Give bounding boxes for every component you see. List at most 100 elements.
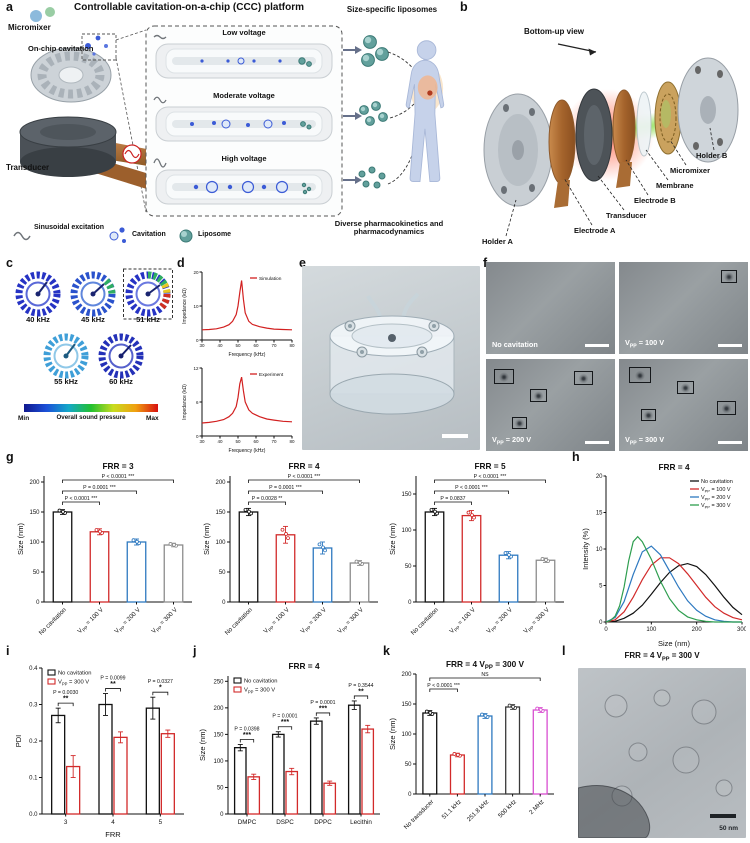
- freq-label-45: 45 kHz: [81, 315, 105, 324]
- carbon-film-edge: [578, 785, 651, 838]
- electrode-a-label: Electrode A: [574, 226, 616, 235]
- svg-text:DMPC: DMPC: [238, 819, 257, 826]
- svg-text:VPP = 100 V: VPP = 100 V: [262, 606, 292, 636]
- liposomes-large: [361, 35, 389, 67]
- cavitation-icon: [109, 227, 126, 243]
- svg-text:0: 0: [222, 600, 226, 606]
- size-specific-label: Size-specific liposomes: [346, 5, 438, 14]
- svg-text:250: 250: [213, 680, 224, 686]
- micrograph-label: VPP = 300 V: [625, 434, 665, 446]
- svg-text:0: 0: [196, 434, 199, 439]
- transducer-label: Transducer: [6, 163, 50, 172]
- panel-a: Controllable cavitation-on-a-chip (CCC) …: [6, 0, 458, 258]
- svg-text:P = 0.0398: P = 0.0398: [234, 726, 259, 732]
- micromixer-label: Micromixer: [8, 23, 51, 32]
- freq-label-55: 55 kHz: [54, 377, 78, 386]
- svg-text:P < 0.0001 ***: P < 0.0001 ***: [102, 474, 135, 480]
- svg-text:200: 200: [692, 627, 703, 633]
- svg-text:P = 0.3544: P = 0.3544: [348, 683, 373, 689]
- svg-text:***: ***: [243, 732, 251, 739]
- svg-text:FRR = 5: FRR = 5: [474, 461, 506, 471]
- panel-letter-a: a: [6, 0, 13, 14]
- svg-text:0.3: 0.3: [29, 703, 38, 709]
- micrograph-no-cavitation: No cavitation: [486, 262, 615, 354]
- panel-a-title: Controllable cavitation-on-a-chip (CCC) …: [74, 2, 304, 13]
- on-chip-cavitation-label: On-chip cavitation: [28, 44, 94, 53]
- svg-text:NS: NS: [481, 672, 489, 678]
- ring-40khz: [15, 271, 61, 317]
- svg-text:P < 0.0001 ***: P < 0.0001 ***: [65, 496, 98, 502]
- svg-text:No cavitation: No cavitation: [38, 606, 69, 637]
- electrode-b-graphic: [612, 89, 636, 188]
- svg-text:20: 20: [193, 270, 199, 275]
- selected-frequency-box: [123, 268, 173, 320]
- svg-text:10: 10: [596, 547, 603, 553]
- svg-text:50: 50: [405, 762, 412, 768]
- channel-high-voltage: [155, 169, 333, 205]
- panel-f: No cavitation VPP = 100 V VPP = 200 V VP…: [486, 262, 748, 452]
- svg-text:P = 0.0001: P = 0.0001: [272, 714, 297, 720]
- low-voltage-label: Low voltage: [222, 28, 266, 37]
- panel-letter-b: b: [460, 0, 468, 14]
- svg-text:No transducer: No transducer: [403, 798, 435, 830]
- svg-text:5: 5: [599, 583, 603, 589]
- svg-text:P = 0.0001: P = 0.0001: [310, 700, 335, 706]
- svg-text:Intensity (%): Intensity (%): [581, 528, 590, 570]
- svg-text:0: 0: [220, 812, 224, 818]
- svg-text:No cavitation: No cavitation: [701, 479, 733, 485]
- svg-text:VPP = 200 V: VPP = 200 V: [299, 606, 329, 636]
- svg-text:FRR = 4: FRR = 4: [288, 661, 320, 671]
- svg-text:FRR = 4 VPP = 300 V: FRR = 4 VPP = 300 V: [446, 659, 525, 671]
- svg-text:0.1: 0.1: [29, 776, 38, 782]
- panel-letter-e: e: [299, 256, 306, 270]
- svg-text:40: 40: [217, 439, 223, 444]
- svg-text:***: ***: [319, 705, 327, 712]
- svg-text:VPP = 300 V: VPP = 300 V: [336, 606, 366, 636]
- micrograph-200v: VPP = 200 V: [486, 359, 615, 451]
- output-arrow-icons: [343, 46, 362, 184]
- svg-text:P = 0.0837: P = 0.0837: [440, 496, 465, 502]
- svg-text:P < 0.0001 ***: P < 0.0001 ***: [455, 485, 488, 491]
- svg-text:VPP = 200 V: VPP = 200 V: [701, 495, 731, 502]
- moderate-voltage-label: Moderate voltage: [213, 91, 275, 100]
- svg-text:***: ***: [281, 719, 289, 726]
- holder-a-graphic: [483, 93, 553, 207]
- svg-text:P < 0.0001 ***: P < 0.0001 ***: [288, 474, 321, 480]
- svg-text:0.0: 0.0: [29, 812, 38, 818]
- svg-text:500 kHz: 500 kHz: [497, 798, 518, 819]
- svg-text:Size (nm): Size (nm): [16, 522, 25, 555]
- svg-text:0: 0: [599, 620, 603, 626]
- svg-text:3: 3: [64, 819, 68, 826]
- svg-text:VPP = 100 V: VPP = 100 V: [76, 606, 106, 636]
- svg-text:Size (nm): Size (nm): [388, 717, 397, 750]
- svg-text:251.8 kHz: 251.8 kHz: [466, 798, 491, 823]
- panel-letter-c: c: [6, 256, 13, 270]
- svg-text:P = 0.0001 ***: P = 0.0001 ***: [83, 485, 116, 491]
- svg-text:4: 4: [111, 819, 115, 826]
- moderate-wave-icon: [153, 96, 167, 104]
- transducer-label-b: Transducer: [606, 211, 647, 220]
- svg-text:Impedance (kΩ): Impedance (kΩ): [182, 288, 188, 324]
- bubble-marker-box: [677, 381, 694, 394]
- svg-text:200: 200: [401, 672, 412, 678]
- panel-letter-h: h: [572, 450, 580, 464]
- micromixer-graphic-b: [654, 81, 682, 155]
- svg-text:P = 0.0028 **: P = 0.0028 **: [252, 496, 283, 502]
- panel-letter-j: j: [193, 644, 197, 658]
- colorbar-label: Overall sound pressure: [56, 414, 126, 421]
- panel-letter-i: i: [6, 644, 10, 658]
- svg-text:12: 12: [193, 366, 199, 371]
- high-voltage-label: High voltage: [221, 154, 267, 163]
- svg-text:Frequency (kHz): Frequency (kHz): [229, 352, 266, 358]
- bubble-marker-box: [721, 270, 737, 283]
- svg-text:51.1 kHz: 51.1 kHz: [441, 798, 463, 820]
- svg-text:DPPC: DPPC: [314, 819, 332, 826]
- bubble-marker-box: [641, 409, 656, 421]
- micrograph-100v: VPP = 100 V: [619, 262, 748, 354]
- svg-text:20: 20: [596, 474, 603, 480]
- svg-text:DSPC: DSPC: [276, 819, 294, 826]
- electrode-b-label: Electrode B: [634, 196, 676, 205]
